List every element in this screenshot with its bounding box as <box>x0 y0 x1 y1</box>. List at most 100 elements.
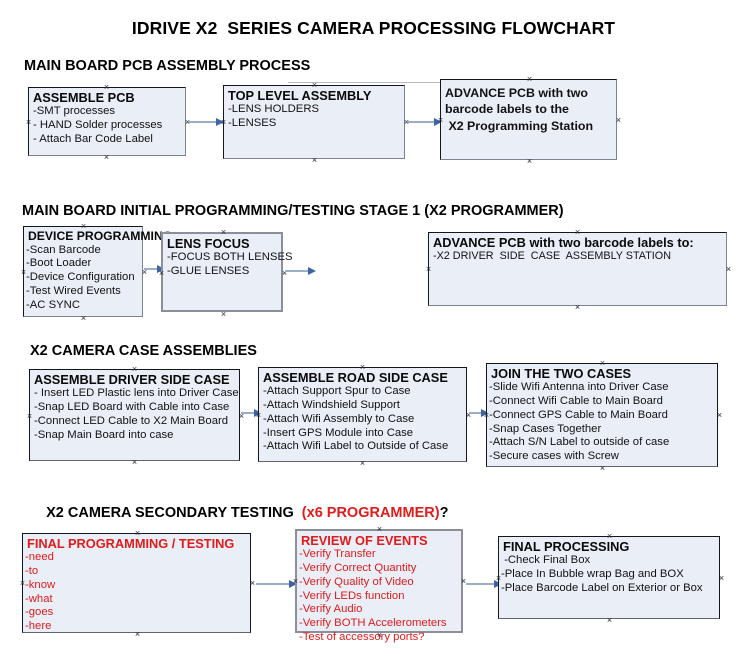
box-line: -here <box>25 619 52 632</box>
connection-handle-left[interactable] <box>425 266 432 273</box>
box-lines: -Check Final Box -Place In Bubble wrap B… <box>501 554 719 595</box>
section-heading-3: X2 CAMERA CASE ASSEMBLIES <box>30 343 257 359</box>
box-line: -know <box>25 578 56 591</box>
box-line: -AC SYNC <box>26 298 80 311</box>
box-lines: -Scan Barcode -Boot Loader -Device Confi… <box>26 244 142 313</box>
connection-handle-right[interactable] <box>718 575 725 582</box>
connection-handle-right[interactable] <box>238 413 245 420</box>
connection-handle-bottom[interactable] <box>311 157 318 164</box>
connection-handle-bottom[interactable] <box>526 158 533 165</box>
connection-handle-left[interactable] <box>25 119 32 126</box>
box-line: -Connect GPS Cable to Main Board <box>489 408 668 421</box>
box-line: -Snap LED Board with Cable into Case <box>34 401 230 414</box>
section-heading-4-red: (x6 PROGRAMMER) <box>301 505 440 521</box>
box-line: -need <box>25 551 54 564</box>
connection-handle-right[interactable] <box>716 412 723 419</box>
arrow-line-2-3 <box>408 121 436 123</box>
connection-handle-top[interactable] <box>526 76 533 83</box>
box-line: -Boot Loader <box>26 257 92 270</box>
box-title: ASSEMBLE DRIVER SIDE CASE <box>34 372 230 387</box>
arrow-line-4-2-3 <box>466 583 497 585</box>
arrow-line-3-1-2 <box>241 412 258 414</box>
connection-handle-right[interactable] <box>615 117 622 124</box>
connection-handle-bottom[interactable] <box>599 465 606 472</box>
box-line: -goes <box>25 606 54 619</box>
connection-handle-bottom[interactable] <box>131 459 138 466</box>
box-line: ADVANCE PCB with two <box>445 86 588 100</box>
section-1-guideline <box>288 82 448 83</box>
box-line: -LENSES <box>228 117 277 130</box>
box-lines: -need -to -know -what -goes -here <box>25 551 250 633</box>
connection-handle-bottom[interactable] <box>606 617 613 624</box>
box-line: -Check Final Box <box>501 554 591 567</box>
process-box-join-the-two-cases[interactable]: JOIN THE TWO CASES -Slide Wifi Antenna i… <box>486 363 718 467</box>
connection-handle-bottom[interactable] <box>574 304 581 311</box>
connection-handle-right[interactable] <box>249 580 256 587</box>
section-heading-4-main: X2 CAMERA SECONDARY TESTING <box>46 505 302 521</box>
connection-handle-bottom[interactable] <box>359 460 366 467</box>
process-box-lens-focus[interactable]: LENS FOCUS -FOCUS BOTH LENSES -GLUE LENS… <box>161 229 293 312</box>
connection-handle-left[interactable] <box>26 413 33 420</box>
arrow-line-2-1-2 <box>144 268 161 270</box>
box-line: -Verify LEDs function <box>299 589 405 602</box>
section-heading-4: X2 CAMERA SECONDARY TESTING (x6 PROGRAMM… <box>30 489 448 537</box>
box-line: -Place In Bubble wrap Bag and BOX <box>501 568 684 581</box>
box-title: ADVANCE PCB with two barcode labels to: <box>433 235 694 250</box>
arrow-head-1-2 <box>216 117 224 126</box>
box-title: FINAL PROGRAMMING / TESTING <box>27 536 235 551</box>
box-line: -Slide Wifi Antenna into Driver Case <box>489 381 669 394</box>
box-title: ASSEMBLE PCB <box>33 90 135 105</box>
box-line: -X2 DRIVER SIDE CASE ASSEMBLY STATION <box>433 250 671 263</box>
box-title: ASSEMBLE ROAD SIDE CASE <box>263 370 448 385</box>
box-line: -Attach Wifi Label to Outside of Case <box>263 440 449 453</box>
arrow-line-4-1-2 <box>256 583 292 585</box>
process-box-top-level-assembly[interactable]: TOP LEVEL ASSEMBLY -LENS HOLDERS -LENSES <box>223 85 405 159</box>
box-line: -Verify Transfer <box>299 548 376 561</box>
process-box-device-programming[interactable]: DEVICE PROGRAMMING -Scan Barcode -Boot L… <box>23 226 172 317</box>
section-heading-1: MAIN BOARD PCB ASSEMBLY PROCESS <box>24 58 311 74</box>
box-lines: -Slide Wifi Antenna into Driver Case -Co… <box>489 381 717 463</box>
process-box-advance-pcb-driver-side[interactable]: ADVANCE PCB with two barcode labels to: … <box>428 232 727 306</box>
box-lines: - Insert LED Plastic lens into Driver Ca… <box>34 387 239 442</box>
connection-handle-top[interactable] <box>220 229 227 236</box>
box-lines: -SMT processes - HAND Solder processes -… <box>33 105 185 146</box>
process-box-assemble-road-side-case[interactable]: ASSEMBLE ROAD SIDE CASE -Attach Support … <box>258 367 467 462</box>
section-heading-4-suffix: ? <box>439 505 449 521</box>
box-lines: -Attach Support Spur to Case -Attach Win… <box>263 385 466 454</box>
process-box-assemble-pcb[interactable]: ASSEMBLE PCB -SMT processes - HAND Solde… <box>28 87 186 156</box>
process-box-advance-pcb-programming-station[interactable]: ADVANCE PCB with two barcode labels to t… <box>440 79 617 160</box>
connection-handle-bottom[interactable] <box>103 154 110 161</box>
box-line: -Attach Windshield Support <box>263 399 400 412</box>
box-line: - Attach Bar Code Label <box>33 132 153 145</box>
arrow-head-2-2-3 <box>308 266 316 275</box>
box-line: barcode labels to the <box>445 102 569 117</box>
arrow-line-3-2-3 <box>469 412 484 414</box>
box-line: -SMT processes <box>33 105 116 118</box>
box-lines: -LENS HOLDERS -LENSES <box>228 103 404 130</box>
box-line: -Attach Wifi Assembly to Case <box>263 412 415 425</box>
connection-handle-bottom[interactable] <box>220 311 227 318</box>
box-line: -LENS HOLDERS <box>228 103 320 116</box>
box-line: -Snap Main Board into case <box>34 428 174 441</box>
connection-handle-right[interactable] <box>141 269 148 276</box>
connection-handle-bottom[interactable] <box>80 315 87 322</box>
box-line: -Insert GPS Module into Case <box>263 426 414 439</box>
box-line: -to <box>25 565 39 578</box>
process-box-review-of-events[interactable]: REVIEW OF EVENTS -Verify Transfer -Verif… <box>295 529 463 643</box>
box-lines: ADVANCE PCB with two barcode labels to t… <box>445 85 616 134</box>
box-line: -Device Configuration <box>26 271 135 284</box>
box-line: -GLUE LENSES <box>167 265 250 278</box>
box-line: -Attach Support Spur to Case <box>263 385 411 398</box>
process-box-final-programming-testing[interactable]: FINAL PROGRAMMING / TESTING -need -to -k… <box>22 533 251 633</box>
box-line: -Attach S/N Label to outside of case <box>489 436 670 449</box>
process-box-assemble-driver-side-case[interactable]: ASSEMBLE DRIVER SIDE CASE - Insert LED P… <box>29 369 240 461</box>
arrow-head-2-3 <box>434 117 442 126</box>
box-line: -Secure cases with Screw <box>489 449 619 462</box>
box-line: -Connect Wifi Cable to Main Board <box>489 395 663 408</box>
box-line: -Scan Barcode <box>26 243 101 256</box>
connection-handle-right[interactable] <box>725 266 732 273</box>
box-title: REVIEW OF EVENTS <box>301 533 428 548</box>
arrow-head-4-1-2 <box>289 579 297 588</box>
box-line: - Insert LED Plastic lens into Driver Ca… <box>34 387 239 400</box>
process-box-final-processing[interactable]: FINAL PROCESSING -Check Final Box -Place… <box>498 536 720 619</box>
